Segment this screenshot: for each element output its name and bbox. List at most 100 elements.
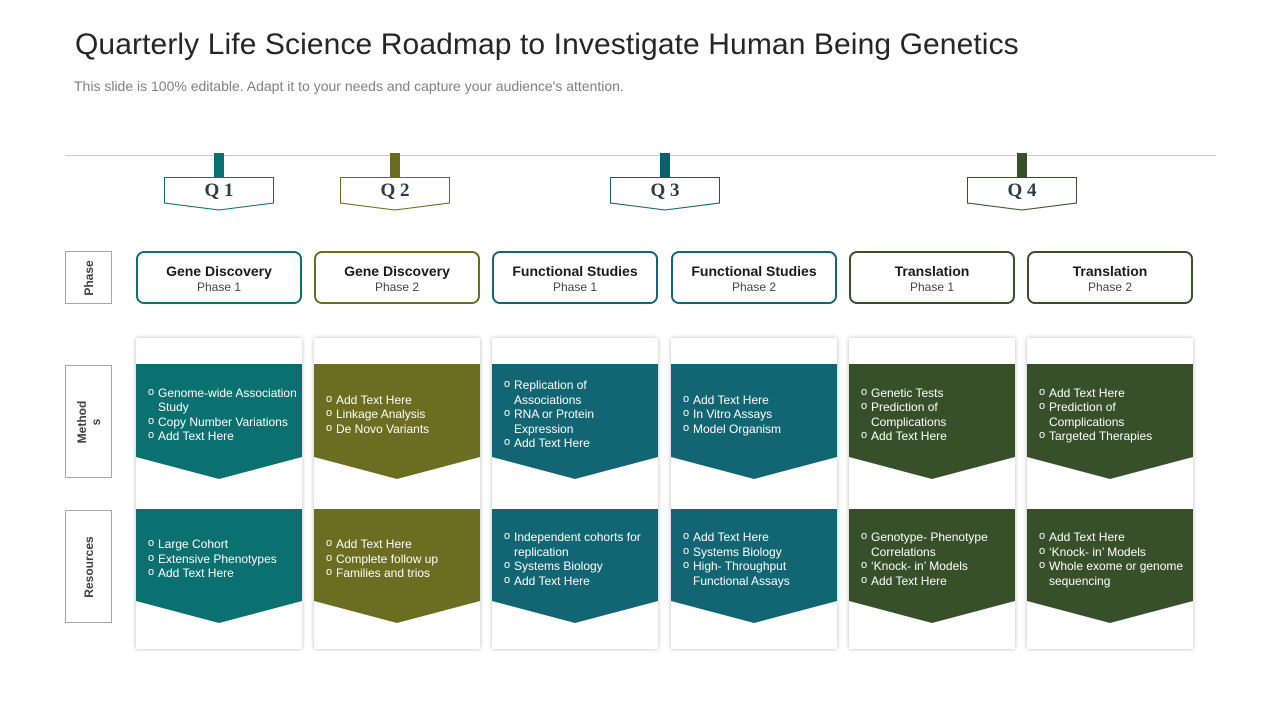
list-item: Independent cohorts for replication — [504, 529, 654, 559]
quarter-label: Q 4 — [1007, 180, 1037, 201]
phase-title: Gene Discovery — [166, 263, 272, 279]
methods-chevron-list: Add Text HereIn Vitro AssaysModel Organi… — [683, 392, 833, 437]
phase-subtitle: Phase 2 — [374, 280, 420, 294]
row-label-resources: Resources — [65, 510, 112, 623]
quarter-label: Q 3 — [650, 180, 680, 201]
methods-chevron: Genome-wide Association StudyCopy Number… — [136, 364, 302, 479]
quarter-tag-1: Q 1 — [164, 153, 274, 211]
list-item: Add Text Here — [148, 565, 298, 581]
phase-title: Translation — [1072, 263, 1148, 279]
list-item: Add Text Here — [504, 573, 654, 589]
methods-chevron-list: Genetic TestsPrediction of Complications… — [861, 385, 1011, 444]
timeline-line — [65, 155, 1216, 156]
quarter-stem — [1017, 153, 1027, 178]
list-item: Large Cohort — [148, 536, 298, 552]
list-item: Add Text Here — [326, 536, 476, 552]
quarter-tag-shape — [610, 177, 720, 211]
resources-chevron-list: Add Text Here‘Knock- in’ ModelsWhole exo… — [1039, 529, 1189, 588]
quarter-label: Q 2 — [380, 180, 410, 201]
resources-chevron: Genotype- Phenotype Correlations‘Knock- … — [849, 509, 1015, 623]
list-item: Add Text Here — [1039, 385, 1189, 401]
phase-subtitle: Phase 1 — [552, 280, 598, 294]
column-card-3: Replication of AssociationsRNA or Protei… — [492, 338, 658, 649]
list-item: Genetic Tests — [861, 385, 1011, 401]
resources-chevron-list: Add Text HereComplete follow upFamilies … — [326, 536, 476, 581]
list-item: De Novo Variants — [326, 421, 476, 437]
quarter-tag-shape — [340, 177, 450, 211]
list-item: Systems Biology — [504, 558, 654, 574]
quarter-tag-4: Q 4 — [967, 153, 1077, 211]
resources-chevron-list: Add Text HereSystems BiologyHigh- Throug… — [683, 529, 833, 588]
methods-chevron: Genetic TestsPrediction of Complications… — [849, 364, 1015, 479]
quarter-stem — [214, 153, 224, 178]
list-item: Add Text Here — [326, 392, 476, 408]
slide-title: Quarterly Life Science Roadmap to Invest… — [75, 28, 1019, 61]
methods-chevron: Add Text HereLinkage AnalysisDe Novo Var… — [314, 364, 480, 479]
list-item: Add Text Here — [148, 428, 298, 444]
resources-chevron-list: Independent cohorts for replicationSyste… — [504, 529, 654, 589]
resources-chevron: Add Text HereComplete follow upFamilies … — [314, 509, 480, 623]
list-item: ‘Knock- in’ Models — [1039, 544, 1189, 560]
phase-subtitle: Phase 2 — [1087, 280, 1133, 294]
list-item: Add Text Here — [683, 529, 833, 545]
column-card-1: Genome-wide Association StudyCopy Number… — [136, 338, 302, 649]
methods-chevron: Add Text HerePrediction of Complications… — [1027, 364, 1193, 479]
list-item: Prediction of Complications — [861, 399, 1011, 429]
methods-chevron-list: Add Text HereLinkage AnalysisDe Novo Var… — [326, 392, 476, 437]
quarter-tag-shape — [967, 177, 1077, 211]
list-item: Extensive Phenotypes — [148, 551, 298, 567]
list-item: Add Text Here — [504, 435, 654, 451]
quarter-tag-2: Q 2 — [340, 153, 450, 211]
methods-chevron: Add Text HereIn Vitro AssaysModel Organi… — [671, 364, 837, 479]
row-label-methods: Method s — [65, 365, 112, 478]
list-item: Targeted Therapies — [1039, 428, 1189, 444]
list-item: Linkage Analysis — [326, 406, 476, 422]
column-card-6: Add Text HerePrediction of Complications… — [1027, 338, 1193, 649]
list-item: High- Throughput Functional Assays — [683, 558, 833, 588]
list-item: ‘Knock- in’ Models — [861, 558, 1011, 574]
resources-chevron-list: Genotype- Phenotype Correlations‘Knock- … — [861, 529, 1011, 589]
phase-title: Translation — [894, 263, 970, 279]
list-item: Complete follow up — [326, 551, 476, 567]
methods-chevron-list: Add Text HerePrediction of Complications… — [1039, 385, 1189, 444]
quarter-tag-shape — [164, 177, 274, 211]
list-item: Genotype- Phenotype Correlations — [861, 529, 1011, 559]
list-item: Prediction of Complications — [1039, 399, 1189, 429]
resources-chevron: Add Text Here‘Knock- in’ ModelsWhole exo… — [1027, 509, 1193, 623]
list-item: Genome-wide Association Study — [148, 385, 298, 415]
column-card-2: Add Text HereLinkage AnalysisDe Novo Var… — [314, 338, 480, 649]
list-item: Families and trios — [326, 565, 476, 581]
list-item: Systems Biology — [683, 544, 833, 560]
quarter-label: Q 1 — [204, 180, 234, 201]
list-item: Replication of Associations — [504, 377, 654, 407]
phase-title: Functional Studies — [691, 263, 817, 279]
column-card-4: Add Text HereIn Vitro AssaysModel Organi… — [671, 338, 837, 649]
quarter-tag-3: Q 3 — [610, 153, 720, 211]
list-item: Add Text Here — [683, 392, 833, 408]
list-item: RNA or Protein Expression — [504, 406, 654, 436]
phase-title: Functional Studies — [512, 263, 638, 279]
row-label-phase: Phase — [65, 251, 112, 304]
resources-chevron: Large CohortExtensive PhenotypesAdd Text… — [136, 509, 302, 623]
quarter-stem — [390, 153, 400, 178]
resources-chevron-list: Large CohortExtensive PhenotypesAdd Text… — [148, 536, 298, 581]
list-item: Add Text Here — [1039, 529, 1189, 545]
phase-title: Gene Discovery — [344, 263, 450, 279]
phase-subtitle: Phase 1 — [196, 280, 242, 294]
slide-subtitle: This slide is 100% editable. Adapt it to… — [74, 78, 624, 94]
list-item: Copy Number Variations — [148, 414, 298, 430]
column-card-5: Genetic TestsPrediction of Complications… — [849, 338, 1015, 649]
list-item: Whole exome or genome sequencing — [1039, 558, 1189, 588]
methods-chevron-list: Genome-wide Association StudyCopy Number… — [148, 385, 298, 444]
list-item: Add Text Here — [861, 428, 1011, 444]
quarter-stem — [660, 153, 670, 178]
methods-chevron: Replication of AssociationsRNA or Protei… — [492, 364, 658, 479]
methods-chevron-list: Replication of AssociationsRNA or Protei… — [504, 377, 654, 451]
list-item: Add Text Here — [861, 573, 1011, 589]
